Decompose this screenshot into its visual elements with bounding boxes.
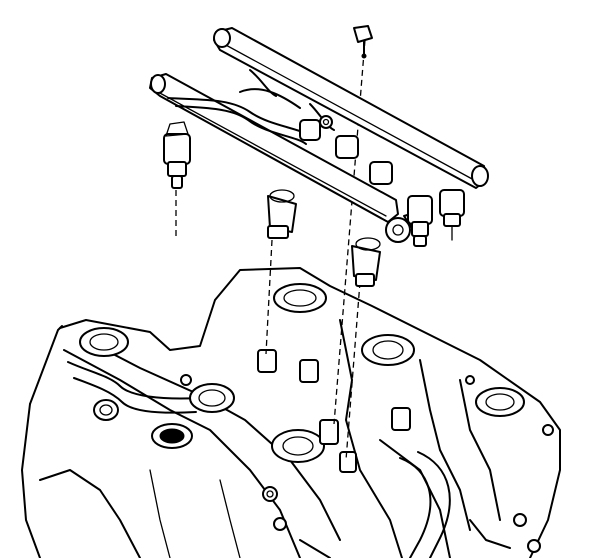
fuel-rail-rear [213,27,489,189]
fuel-injector-right-1 [407,195,433,247]
fuel-rail-bolt [353,25,373,59]
fuel-injector-center [267,189,297,239]
fuel-injector-left [163,121,191,189]
fuel-injector-right-2 [439,189,465,241]
fuel-injector-middle [351,237,381,287]
fuel-injectors [163,119,465,287]
intake-manifold [21,267,561,558]
